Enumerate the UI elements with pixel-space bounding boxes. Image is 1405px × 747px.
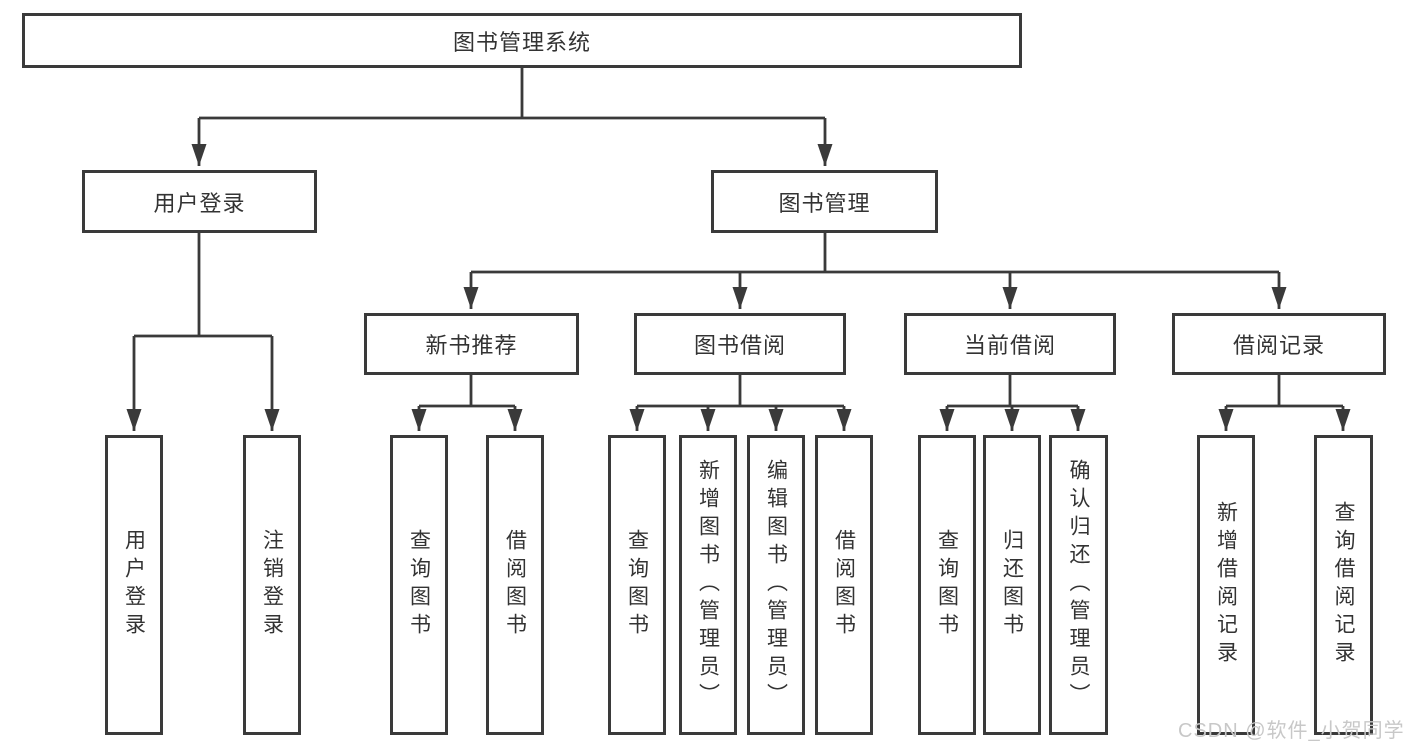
leaf-confirm-return-admin: 确认归还（管理员） (1049, 435, 1108, 735)
node-label: 新书推荐 (425, 333, 518, 358)
node-book-management: 图书管理 (711, 170, 938, 233)
node-label: 图书借阅 (693, 333, 786, 358)
leaf-query-borrow-record: 查询借阅记录 (1314, 435, 1373, 735)
node-label: 编辑图书（管理员） (764, 459, 788, 711)
node-label: 注销登录 (260, 529, 284, 641)
node-library-management-system: 图书管理系统 (22, 13, 1022, 68)
node-label: 查询图书 (625, 529, 649, 641)
leaf-current-query-books: 查询图书 (918, 435, 976, 735)
node-label: 查询图书 (407, 529, 431, 641)
node-label: 确认归还（管理员） (1067, 459, 1090, 711)
node-label: 图书管理 (778, 190, 871, 216)
leaf-borrow-books: 借阅图书 (815, 435, 873, 735)
leaf-recommend-borrow-books: 借阅图书 (486, 435, 544, 735)
leaf-logout: 注销登录 (243, 435, 301, 735)
leaf-borrow-query-books: 查询图书 (608, 435, 666, 735)
node-borrowing-records: 借阅记录 (1172, 313, 1386, 375)
node-label: 用户登录 (122, 529, 146, 641)
node-label: 用户登录 (153, 190, 246, 216)
node-label: 借阅记录 (1232, 333, 1325, 358)
node-current-borrowing: 当前借阅 (904, 313, 1116, 375)
leaf-user-login: 用户登录 (105, 435, 163, 735)
leaf-edit-books-admin: 编辑图书（管理员） (747, 435, 805, 735)
node-user-login: 用户登录 (82, 170, 317, 233)
leaf-recommend-query-books: 查询图书 (390, 435, 448, 735)
node-label: 借阅图书 (503, 529, 527, 641)
node-book-borrowing: 图书借阅 (634, 313, 846, 375)
node-new-book-recommendation: 新书推荐 (364, 313, 579, 375)
node-label: 查询借阅记录 (1332, 501, 1355, 669)
node-label: 新增图书（管理员） (696, 459, 720, 711)
node-label: 图书管理系统 (452, 29, 591, 55)
node-label: 当前借阅 (963, 333, 1056, 358)
leaf-add-books-admin: 新增图书（管理员） (679, 435, 737, 735)
node-label: 新增借阅记录 (1214, 501, 1238, 669)
leaf-add-borrow-record: 新增借阅记录 (1197, 435, 1255, 735)
node-label: 借阅图书 (832, 529, 856, 641)
node-label: 查询图书 (935, 529, 959, 641)
node-label: 归还图书 (1000, 529, 1024, 641)
leaf-return-books: 归还图书 (983, 435, 1041, 735)
watermark: CSDN @软件_小贺同学 (1178, 720, 1405, 742)
